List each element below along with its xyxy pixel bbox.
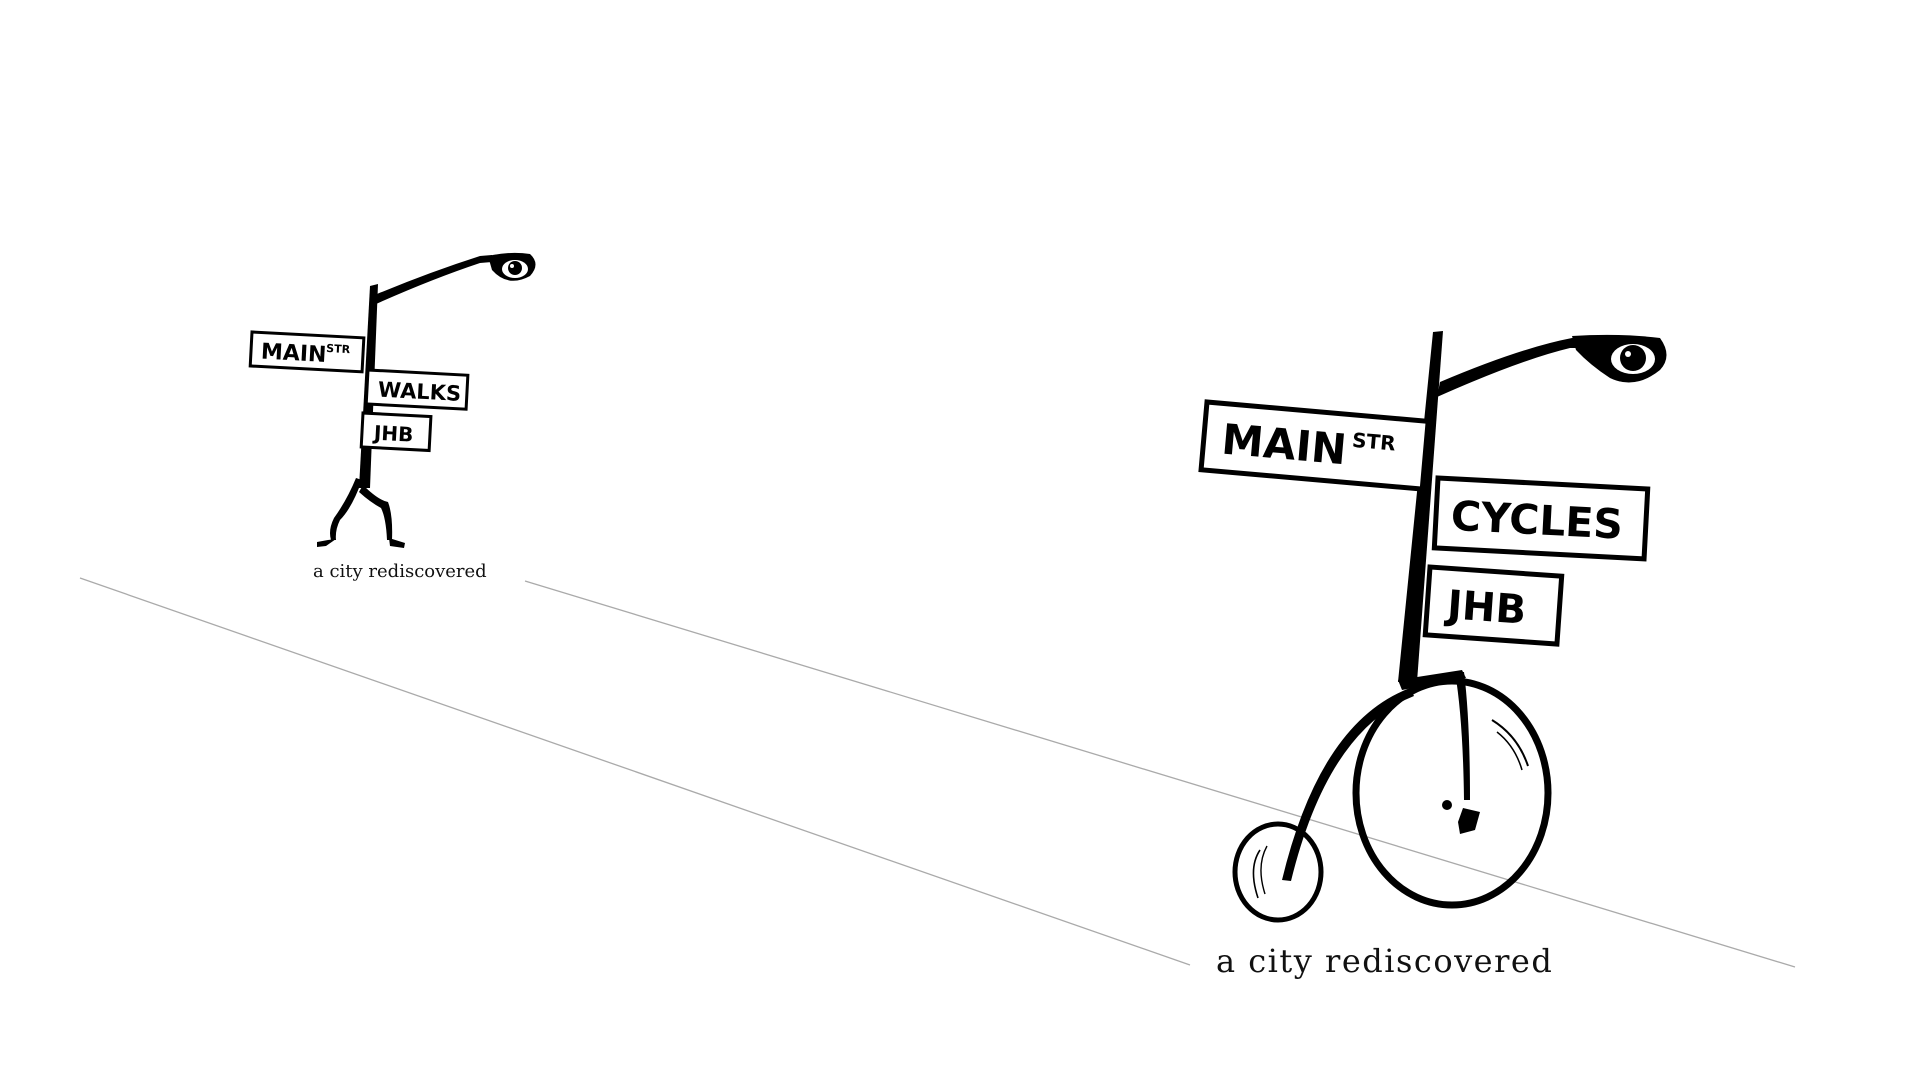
eye-icon — [1572, 334, 1667, 383]
penny-farthing-icon — [1232, 670, 1552, 923]
lamppost-arm-icon — [376, 255, 492, 304]
sign-main-small: MAIN STR — [248, 330, 366, 374]
tagline-small: a city rediscovered — [313, 561, 487, 582]
eye-icon — [488, 252, 536, 281]
sign-main-suffix: STR — [326, 342, 351, 356]
tagline-large: a city rediscovered — [1216, 942, 1553, 980]
sign-jhb-label: JHB — [371, 421, 414, 447]
sign-cycles: CYCLES — [1431, 475, 1651, 562]
sign-jhb-large: JHB — [1422, 564, 1565, 647]
sign-walks: WALKS — [364, 368, 470, 411]
sign-main-label: MAIN — [260, 340, 327, 368]
lamppost-arm-icon — [1437, 338, 1578, 397]
sign-jhb-small: JHB — [359, 411, 433, 453]
sign-main-label: MAIN — [1220, 415, 1349, 475]
sign-walks-label: WALKS — [377, 378, 461, 406]
logo-cycles: MAIN STR CYCLES JHB — [1198, 331, 1667, 980]
lamppost-pole-icon — [1398, 331, 1443, 682]
sign-cycles-label: CYCLES — [1450, 492, 1624, 549]
sign-jhb-label: JHB — [1443, 582, 1528, 634]
logo-walks: MAIN STR WALKS JHB a city rediscovered — [248, 252, 536, 582]
guide-line-upper — [524, 580, 1796, 968]
guide-line-lower — [79, 577, 1191, 966]
sign-main-suffix: STR — [1351, 428, 1396, 456]
sign-main-large: MAIN STR — [1198, 399, 1431, 492]
legs-icon — [317, 478, 405, 548]
